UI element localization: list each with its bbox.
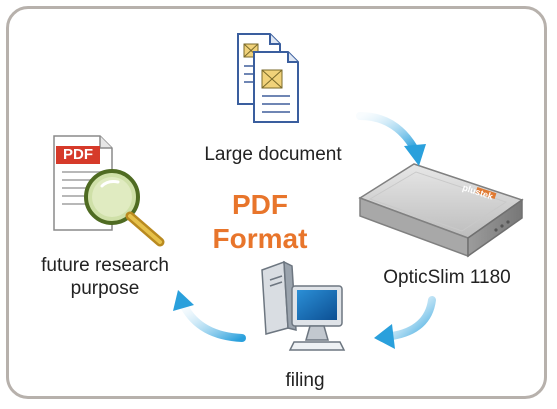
computer-label: filing	[285, 370, 325, 391]
pdf-magnifier-icon	[53, 135, 165, 247]
documents-icon	[237, 33, 299, 123]
diagram-title: PDF Format	[185, 188, 335, 256]
pdf-badge-text: PDF	[63, 146, 93, 163]
document-label: Large document	[204, 144, 342, 165]
title-line-1: PDF	[232, 189, 288, 220]
arrow-computer-to-research	[173, 290, 246, 342]
scanner-label: OpticSlim 1180	[383, 267, 511, 288]
arrow-scanner-to-computer	[374, 296, 436, 349]
research-label-line2: purpose	[70, 278, 140, 299]
scanner-icon	[358, 163, 524, 258]
arrow-document-to-scanner	[356, 112, 426, 166]
title-line-2: Format	[212, 223, 308, 254]
research-label-line1: future research	[41, 255, 169, 276]
computer-icon	[261, 260, 346, 351]
